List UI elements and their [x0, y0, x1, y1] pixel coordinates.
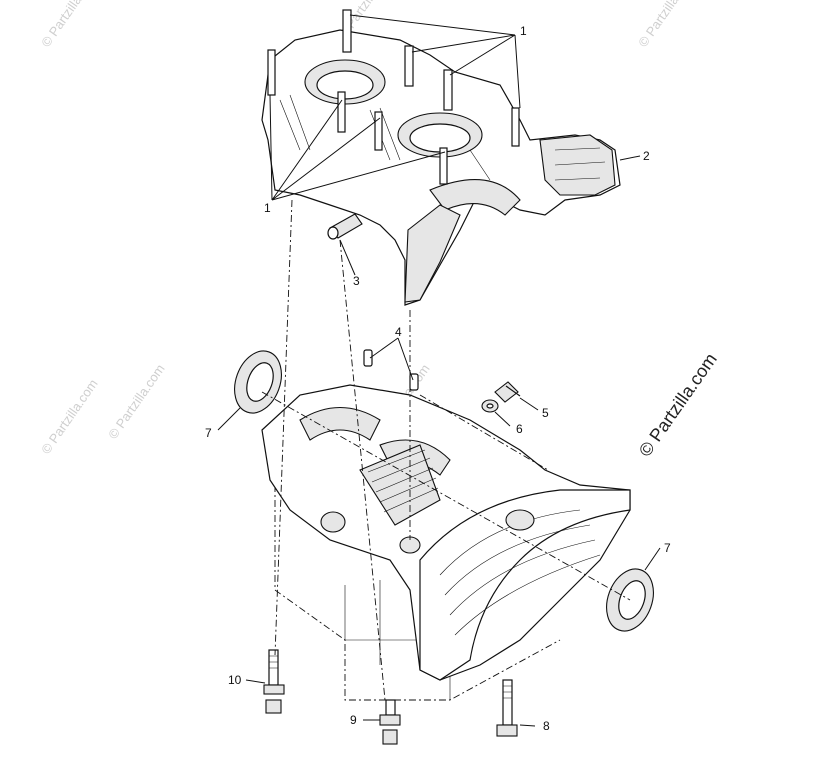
callout-6: 6 [516, 422, 523, 436]
watermark-low-left: © Partzilla.com [105, 361, 168, 441]
dowel-sleeve [327, 213, 363, 240]
watermark-main: © Partzilla.com [635, 349, 721, 460]
bolt-5 [494, 381, 521, 403]
callout-9: 9 [350, 713, 357, 727]
watermark-top-right: © Partzilla.com [635, 0, 698, 50]
callout-3: 3 [353, 274, 360, 288]
center-lines [261, 199, 631, 701]
callout-5: 5 [542, 406, 549, 420]
watermark-top-left: © Partzilla.com [38, 0, 101, 50]
seal-left [234, 350, 282, 414]
bolt-10 [263, 649, 285, 714]
callout-10: 10 [228, 673, 242, 687]
leader-lines [217, 14, 661, 727]
washer-6 [481, 399, 499, 413]
callout-4: 4 [395, 325, 402, 339]
callout-7-right: 7 [664, 541, 671, 555]
callout-2: 2 [643, 149, 650, 163]
callout-8: 8 [543, 719, 550, 733]
watermark-mid-left: © Partzilla.com [38, 376, 101, 456]
studs [267, 9, 520, 185]
callout-labels: 1 1 2 3 4 5 6 7 7 8 9 10 [205, 24, 671, 733]
bolt-9 [379, 699, 401, 745]
callout-1-upper: 1 [520, 24, 527, 38]
callout-1-lower: 1 [264, 201, 271, 215]
callout-7-left: 7 [205, 426, 212, 440]
lower-crankcase [261, 384, 631, 701]
bolt-8 [496, 679, 518, 737]
